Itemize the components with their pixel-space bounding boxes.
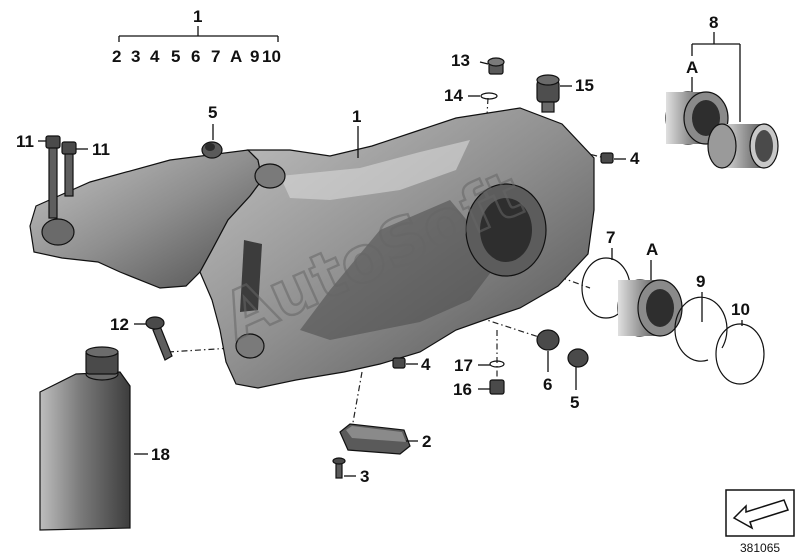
top-fittings xyxy=(480,57,560,113)
callout-circlip: 9 xyxy=(696,272,705,291)
plug-4-right-part xyxy=(600,152,614,164)
housing-pivot-left xyxy=(41,218,75,246)
callout-oil: 18 xyxy=(151,445,170,464)
callout-oring-14: 14 xyxy=(444,86,463,105)
bearing-8-b-left xyxy=(707,123,737,169)
screw-12-part xyxy=(145,316,173,361)
bolt-11-a-head xyxy=(45,135,61,149)
callout-oring-17: 17 xyxy=(454,356,473,375)
housing-bore-inner xyxy=(480,198,532,262)
callout-plug-right: 4 xyxy=(630,149,640,168)
main-housing xyxy=(29,107,595,389)
group-member-3: 3 xyxy=(131,47,140,66)
screw-12-shank xyxy=(152,325,173,361)
callout-cover: 2 xyxy=(422,432,431,451)
callout-bush: 6 xyxy=(543,375,552,394)
oil-bottle-cap-top xyxy=(85,346,119,358)
callout-bearing-set: 8 xyxy=(709,13,718,32)
plug-4-right-body xyxy=(600,152,614,164)
callout-ring: 10 xyxy=(731,300,750,319)
axis-screw-12 xyxy=(167,347,233,353)
reference-box: 381065 xyxy=(725,489,795,555)
callouts: 1 11 11 5 13 14 15 4 8 A 7 A 9 10 12 xyxy=(16,13,750,486)
group-member-A: A xyxy=(230,47,242,66)
bush-6-body xyxy=(536,329,560,351)
group-member-7: 7 xyxy=(211,47,220,66)
callout-seal-ring: 7 xyxy=(606,228,615,247)
callout-screw-12: 12 xyxy=(110,315,129,334)
housing-shadow xyxy=(300,200,500,340)
oil-bottle-body xyxy=(39,371,131,531)
axis-cover xyxy=(351,371,363,429)
housing-rib xyxy=(240,240,262,312)
cover-2-part xyxy=(332,423,411,479)
leader-plug-13 xyxy=(479,61,489,65)
housing-pivot-lower xyxy=(235,333,265,359)
bolt-pair-11 xyxy=(45,135,77,219)
oring-17 xyxy=(489,360,505,368)
bolt-11-a-shank xyxy=(48,145,58,219)
plug-13-cap xyxy=(487,57,505,67)
screw-12-head xyxy=(145,316,165,330)
cap-5-right-body xyxy=(567,348,589,368)
group-header-label: 1 xyxy=(193,7,202,26)
group-member-4: 4 xyxy=(150,47,160,66)
bolt-11-b-head xyxy=(61,141,77,155)
lower-fittings xyxy=(392,329,589,395)
reference-arrow-icon xyxy=(732,499,789,530)
group-member-10: 10 xyxy=(262,47,281,66)
bearing-set-8-part xyxy=(665,91,779,169)
callout-breather-15: 15 xyxy=(575,76,594,95)
callout-bearing-a-mid: A xyxy=(646,240,658,259)
breather-15-stem xyxy=(541,101,555,113)
callout-plug-lower: 4 xyxy=(421,355,431,374)
group-member-6: 6 xyxy=(191,47,200,66)
callout-plug-16: 16 xyxy=(453,380,472,399)
cap-5-left-top xyxy=(205,143,215,151)
breather-15-cap xyxy=(536,74,560,86)
screw-3-head xyxy=(332,457,346,465)
plug-16-body xyxy=(489,379,505,395)
callout-cover-screw: 3 xyxy=(360,467,369,486)
callout-bolt-b: 11 xyxy=(92,140,110,159)
circlip-9-part xyxy=(674,296,728,362)
callout-bearing-a-top: A xyxy=(686,58,698,77)
callout-cap-left: 5 xyxy=(208,103,217,122)
callout-bolt-a: 11 xyxy=(16,132,34,151)
ring-10-part xyxy=(715,323,765,385)
plug-4-lower-body xyxy=(392,357,406,369)
cap-5-left-part xyxy=(201,141,223,159)
housing-pivot-top xyxy=(254,163,286,189)
bearing-8-a-bore xyxy=(692,100,720,136)
group-member-5: 5 xyxy=(171,47,180,66)
oil-bottle-18-part xyxy=(39,346,131,531)
group-member-2: 2 xyxy=(112,47,121,66)
callout-plug-13: 13 xyxy=(451,51,470,70)
group-member-9: 9 xyxy=(250,47,259,66)
bearing-a-mid-part xyxy=(617,279,683,337)
housing-highlight xyxy=(280,140,470,200)
callout-cap-right: 5 xyxy=(570,393,579,412)
oring-14 xyxy=(480,92,498,100)
cover-2-top xyxy=(346,426,406,442)
bearing-a-mid-bore xyxy=(646,289,674,327)
bolt-11-b-shank xyxy=(64,151,74,197)
callout-housing: 1 xyxy=(352,107,361,126)
group-header: 1 2 3 4 5 6 7 A 9 10 xyxy=(112,7,281,66)
reference-number: 381065 xyxy=(740,541,780,555)
bearing-8-b-bore xyxy=(755,130,773,162)
